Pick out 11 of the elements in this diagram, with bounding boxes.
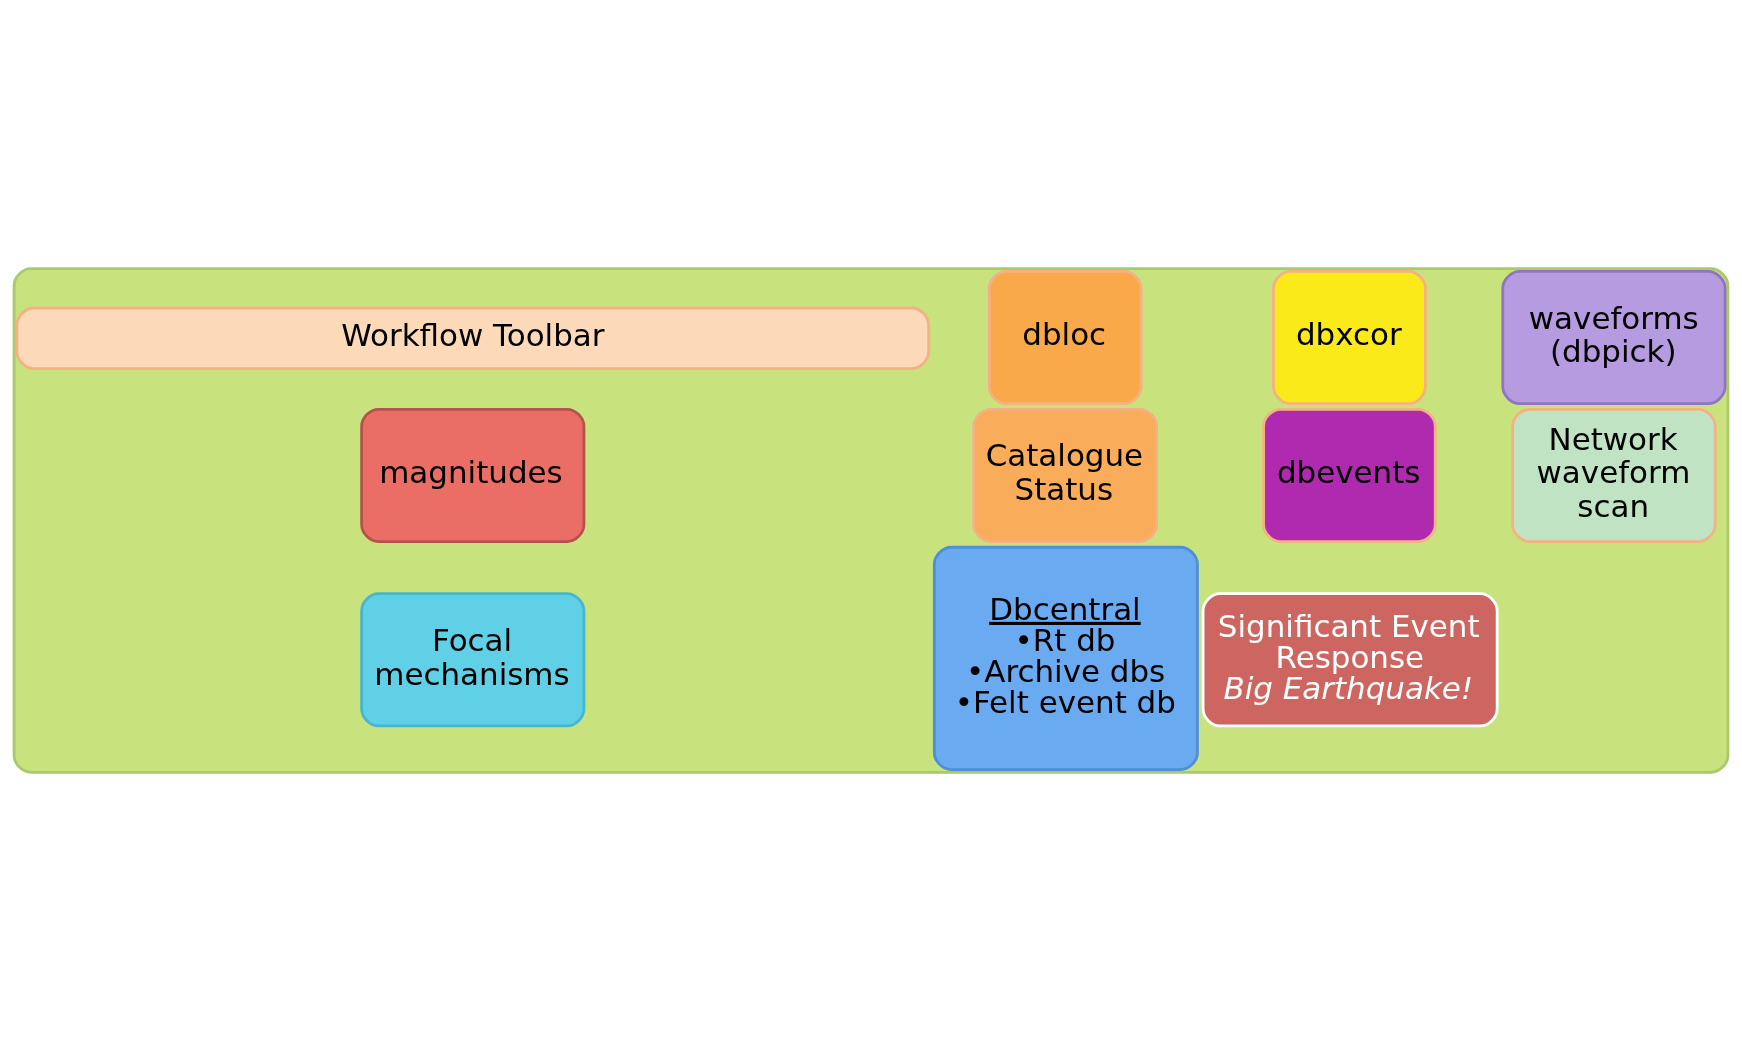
node-box: waveforms (dbpick) <box>1501 270 1727 406</box>
node-box: Focal mechanisms <box>360 592 586 728</box>
node-box: Dbcentral •Rt db •Archive dbs •Felt event db <box>932 545 1199 771</box>
node-box: dbxcor <box>1272 270 1427 406</box>
node-box: Significant Event Response Big Earthquake! <box>1201 592 1499 728</box>
node-box: Workflow Toolbar <box>15 306 931 370</box>
node-box: Catalogue Status <box>972 407 1159 543</box>
node-box: dbloc <box>987 270 1143 406</box>
node-box: Network waveform scan <box>1511 407 1717 543</box>
node-box: dbevents <box>1262 407 1437 543</box>
node-box: magnitudes <box>360 407 586 543</box>
